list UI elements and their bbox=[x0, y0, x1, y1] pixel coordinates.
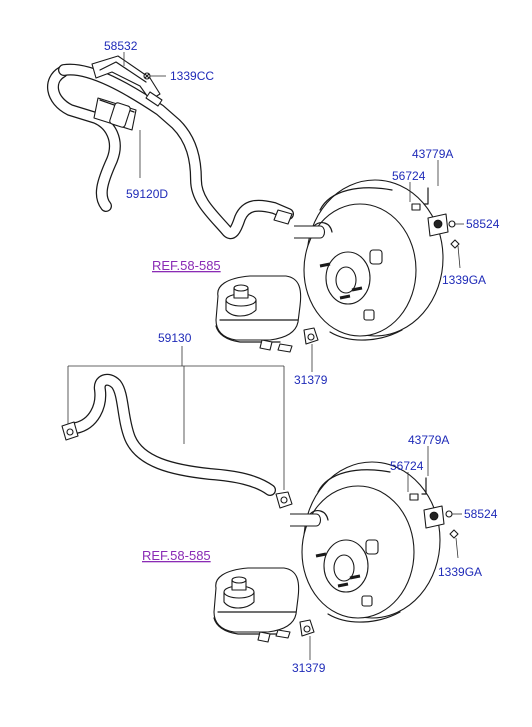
ref-label-top: REF.58-585 bbox=[152, 258, 221, 273]
clip-31379-bottom bbox=[299, 619, 315, 637]
leader-lines bbox=[67, 52, 464, 660]
label-58524-bottom: 58524 bbox=[464, 507, 498, 521]
label-56724-top: 56724 bbox=[392, 169, 426, 183]
label-59130: 59130 bbox=[158, 331, 192, 345]
reservoir-top bbox=[215, 275, 302, 353]
label-1339ga-bottom: 1339GA bbox=[438, 565, 482, 579]
clip-31379-top bbox=[303, 327, 319, 345]
reservoir-bottom bbox=[213, 567, 300, 643]
label-31379-bottom: 31379 bbox=[292, 661, 326, 675]
bolt-1339cc bbox=[143, 72, 151, 80]
vacuum-hose-59130 bbox=[61, 373, 293, 509]
label-31379-top: 31379 bbox=[294, 373, 328, 387]
label-1339cc: 1339CC bbox=[170, 69, 214, 83]
ref-label-bottom: REF.58-585 bbox=[142, 548, 211, 563]
label-59120d: 59120D bbox=[126, 187, 168, 201]
parts-top-right bbox=[411, 187, 460, 249]
label-58524-top: 58524 bbox=[466, 217, 500, 231]
label-56724-bottom: 56724 bbox=[390, 459, 424, 473]
label-43779a-bottom: 43779A bbox=[408, 433, 449, 447]
brake-booster-bottom bbox=[290, 461, 445, 623]
brake-booster-top bbox=[294, 179, 449, 341]
vacuum-hose-59120d bbox=[47, 55, 294, 240]
label-1339ga-top: 1339GA bbox=[442, 273, 486, 287]
label-58532: 58532 bbox=[104, 39, 138, 53]
part-labels: 58532 1339CC 59120D 43779A 56724 58524 1… bbox=[104, 39, 500, 675]
label-43779a-top: 43779A bbox=[412, 147, 453, 161]
parts-bottom-right bbox=[409, 477, 459, 539]
